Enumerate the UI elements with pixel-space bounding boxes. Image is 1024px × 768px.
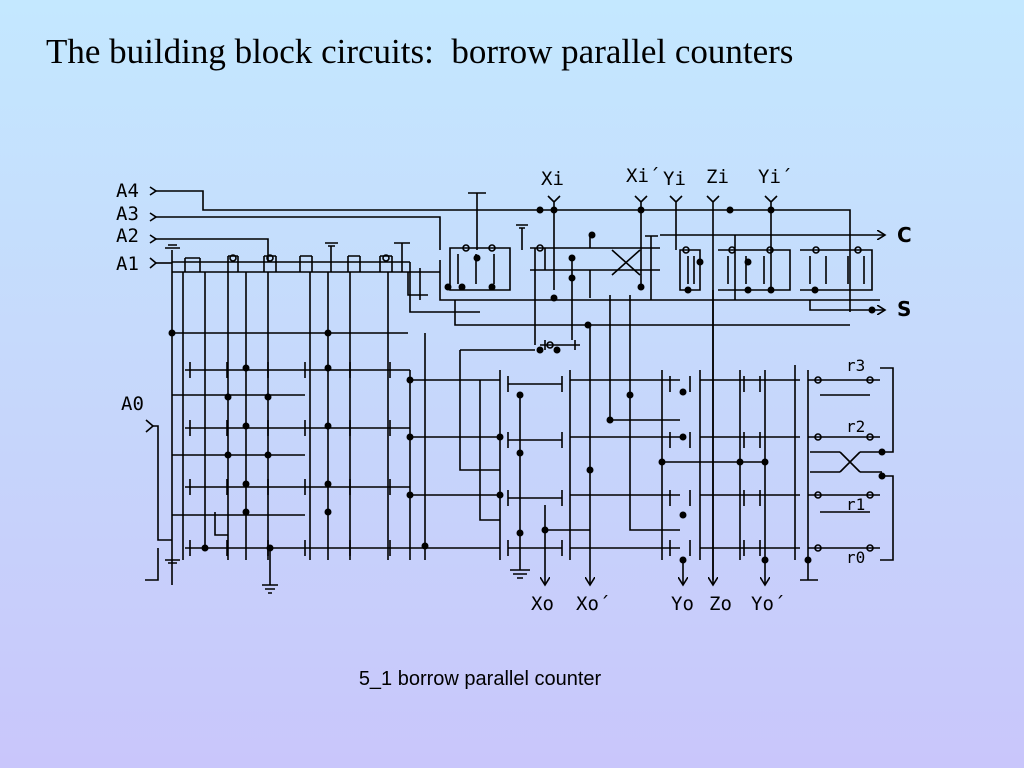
output-label-yo-prime: Yo´ (751, 593, 785, 615)
top-input-label-yi: Yi (663, 168, 686, 190)
output-label-yo: Yo (671, 593, 694, 615)
input-wires (145, 186, 851, 541)
output-label-c: C (897, 223, 912, 247)
output-label-zo: Zo (709, 593, 732, 615)
slide-title: The building block circuits: borrow para… (46, 32, 794, 71)
register-label-r3: r3 (846, 356, 865, 375)
output-label-xo-prime: Xo´ (576, 593, 610, 615)
top-input-label-xi: Xi (541, 168, 564, 190)
register-label-r0: r0 (846, 548, 865, 567)
input-label-a2: A2 (116, 225, 139, 247)
top-input-label-xi-prime: Xi´ (626, 165, 660, 187)
top-input-label-yi-prime: Yi´ (758, 166, 792, 188)
output-label-xo: Xo (531, 593, 554, 615)
middle-x-block (410, 258, 590, 585)
left-matrix (145, 272, 426, 594)
register-label-r2: r2 (846, 417, 865, 436)
top-input-label-zi: Zi (706, 166, 729, 188)
right-y-block (570, 290, 800, 585)
input-label-a0: A0 (121, 393, 144, 415)
top-gate-row (165, 192, 880, 560)
register-stage (794, 365, 894, 581)
junction-dots (168, 206, 886, 564)
figure-caption: 5_1 borrow parallel counter (358, 668, 602, 690)
right-outputs (660, 235, 885, 310)
register-label-r1: r1 (846, 495, 865, 514)
input-label-a4: A4 (116, 180, 139, 202)
input-label-a3: A3 (116, 203, 139, 225)
input-label-a1: A1 (116, 253, 139, 275)
output-label-s: S (897, 297, 911, 321)
